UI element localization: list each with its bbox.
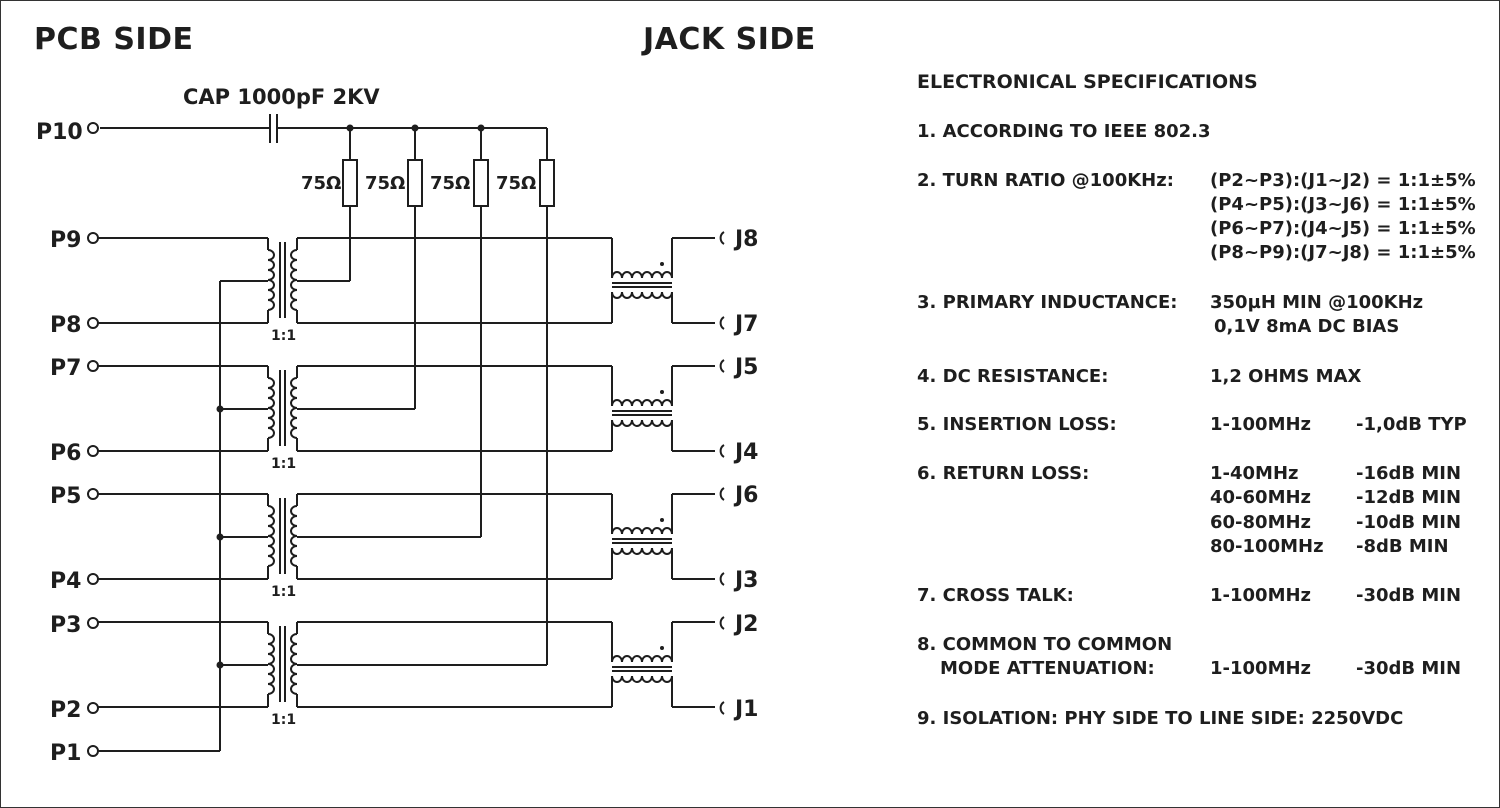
spec-5-value: -1,0dB TYP bbox=[1356, 414, 1467, 435]
ratio-label-4: 1:1 bbox=[271, 712, 296, 728]
pin-p5-label: P5 bbox=[50, 484, 81, 509]
pin-p8-label: P8 bbox=[50, 313, 81, 338]
pin-p5-terminal bbox=[87, 488, 99, 500]
resistor-1-label: 75Ω bbox=[301, 173, 341, 194]
spec-6-value-1: -16dB MIN bbox=[1356, 463, 1462, 484]
pin-p8-terminal bbox=[87, 317, 99, 329]
pin-p2-label: P2 bbox=[50, 698, 81, 723]
resistor-1: 75Ω bbox=[297, 128, 358, 282]
ratio-label-2: 1:1 bbox=[271, 456, 296, 472]
spec-8-freq: 1-100MHz bbox=[1210, 658, 1312, 679]
spec-8-value: -30dB MIN bbox=[1356, 658, 1462, 679]
spec-6-label: 6. RETURN LOSS: bbox=[917, 463, 1090, 484]
spec-4-label: 4. DC RESISTANCE: bbox=[917, 366, 1109, 387]
pin-j5-terminal bbox=[719, 359, 725, 373]
spec-2-value-2: (P4~P5):(J3~J6) = 1:1±5% bbox=[1210, 194, 1476, 215]
pin-p6-terminal bbox=[87, 445, 99, 457]
pin-p9-label: P9 bbox=[50, 228, 81, 253]
pcb-side-heading: PCB SIDE bbox=[34, 22, 194, 57]
pin-j2-label: J2 bbox=[733, 612, 759, 637]
ratio-label-1: 1:1 bbox=[271, 328, 296, 344]
spec-8-label-1: 8. COMMON TO COMMON bbox=[917, 634, 1173, 655]
pin-j3-label: J3 bbox=[733, 568, 759, 593]
pin-p3-terminal bbox=[87, 617, 99, 629]
spec-5-label: 5. INSERTION LOSS: bbox=[917, 414, 1117, 435]
pin-p9-terminal bbox=[87, 232, 99, 244]
pin-j8-terminal bbox=[719, 231, 725, 245]
spec-2-value-4: (P8~P9):(J7~J8) = 1:1±5% bbox=[1210, 242, 1476, 263]
pin-p4-terminal bbox=[87, 573, 99, 585]
pin-p1-terminal bbox=[87, 745, 99, 757]
pin-j4-label: J4 bbox=[733, 440, 759, 465]
pin-j5-label: J5 bbox=[733, 355, 759, 380]
pin-p7-terminal bbox=[87, 360, 99, 372]
specifications-title: ELECTRONICAL SPECIFICATIONS bbox=[917, 71, 1258, 93]
spec-7-value: -30dB MIN bbox=[1356, 585, 1462, 606]
resistor-2: 75Ω bbox=[297, 128, 423, 410]
pin-j7-terminal bbox=[719, 316, 725, 330]
schematic: CAP 1000pF 2KV 75Ω 75Ω 75Ω 75Ω bbox=[36, 85, 759, 766]
spec-6-freq-1: 1-40MHz bbox=[1210, 463, 1299, 484]
spec-9: 9. ISOLATION: PHY SIDE TO LINE SIDE: 225… bbox=[917, 708, 1404, 729]
pin-p6-label: P6 bbox=[50, 441, 81, 466]
spec-3-label: 3. PRIMARY INDUCTANCE: bbox=[917, 292, 1178, 313]
spec-4-value: 1,2 OHMS MAX bbox=[1210, 366, 1362, 387]
pin-j6-terminal bbox=[719, 487, 725, 501]
center-tap-bus bbox=[98, 280, 268, 752]
pin-j3-terminal bbox=[719, 572, 725, 586]
spec-3-value-1: 350µH MIN @100KHz bbox=[1210, 292, 1424, 313]
spec-6-value-3: -10dB MIN bbox=[1356, 512, 1462, 533]
spec-5-freq: 1-100MHz bbox=[1210, 414, 1312, 435]
pin-p4-label: P4 bbox=[50, 569, 81, 594]
jack-side-heading: JACK SIDE bbox=[643, 22, 816, 57]
spec-1: 1. ACCORDING TO IEEE 802.3 bbox=[917, 121, 1211, 142]
pin-j1-label: J1 bbox=[733, 697, 759, 722]
spec-6-freq-4: 80-100MHz bbox=[1210, 536, 1324, 557]
spec-2-value-3: (P6~P7):(J4~J5) = 1:1±5% bbox=[1210, 218, 1476, 239]
pin-p2-terminal bbox=[87, 702, 99, 714]
resistor-2-label: 75Ω bbox=[365, 173, 405, 194]
pin-j7-label: J7 bbox=[733, 312, 759, 337]
spec-7-freq: 1-100MHz bbox=[1210, 585, 1312, 606]
spec-6-value-4: -8dB MIN bbox=[1356, 536, 1449, 557]
pin-p3-label: P3 bbox=[50, 613, 81, 638]
transformer-channel-1 bbox=[98, 237, 715, 324]
resistor-4: 75Ω bbox=[297, 159, 555, 666]
pin-j1-terminal bbox=[719, 701, 725, 715]
spec-2-value-1: (P2~P3):(J1~J2) = 1:1±5% bbox=[1210, 170, 1476, 191]
spec-6-freq-3: 60-80MHz bbox=[1210, 512, 1312, 533]
pin-p7-label: P7 bbox=[50, 356, 81, 381]
capacitor-label: CAP 1000pF 2KV bbox=[183, 85, 380, 109]
pin-p10-terminal bbox=[87, 122, 99, 134]
pin-j6-label: J6 bbox=[733, 483, 759, 508]
pin-j8-label: J8 bbox=[733, 227, 759, 252]
resistor-3: 75Ω bbox=[297, 128, 489, 538]
ratio-label-3: 1:1 bbox=[271, 584, 296, 600]
p10-cap-net bbox=[100, 114, 548, 160]
spec-3-value-2: 0,1V 8mA DC BIAS bbox=[1214, 316, 1400, 337]
spec-6-freq-2: 40-60MHz bbox=[1210, 487, 1312, 508]
spec-8-label-2: MODE ATTENUATION: bbox=[940, 658, 1155, 679]
pin-j2-terminal bbox=[719, 616, 725, 630]
pin-p1-label: P1 bbox=[50, 741, 81, 766]
resistor-3-label: 75Ω bbox=[430, 173, 470, 194]
pin-p10-label: P10 bbox=[36, 120, 83, 145]
spec-2-label: 2. TURN RATIO @100KHz: bbox=[917, 170, 1174, 191]
resistor-4-label: 75Ω bbox=[496, 173, 536, 194]
pin-j4-terminal bbox=[719, 444, 725, 458]
spec-6-value-2: -12dB MIN bbox=[1356, 487, 1462, 508]
spec-7-label: 7. CROSS TALK: bbox=[917, 585, 1074, 606]
